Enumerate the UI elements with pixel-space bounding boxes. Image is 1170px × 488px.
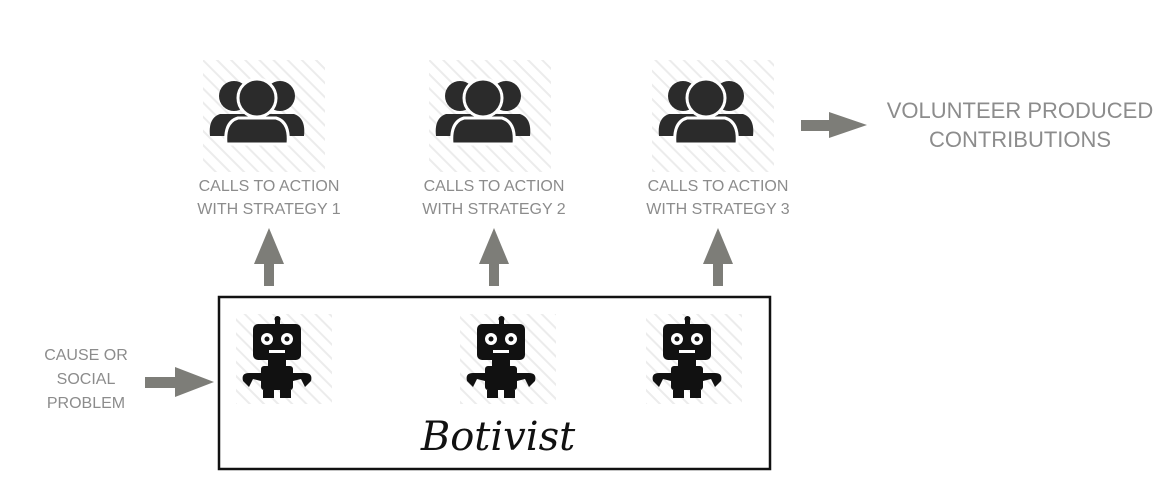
group-caption-line2: WITH STRATEGY 2 (422, 201, 566, 218)
input-label-line3: PROBLEM (47, 395, 125, 412)
people-group-icon (435, 77, 531, 146)
group-caption-line1: CALLS TO ACTION (199, 178, 340, 195)
input-label-line2: SOCIAL (57, 371, 116, 388)
robot-2 (460, 314, 556, 404)
input-label-line1: CAUSE OR (44, 347, 128, 364)
botivist-label: Botivist (420, 414, 576, 460)
up-arrow-2 (479, 228, 509, 286)
people-group-icon (209, 77, 305, 146)
up-arrow-3 (703, 228, 733, 286)
up-arrow-1 (254, 228, 284, 286)
output-label-line2: CONTRIBUTIONS (929, 127, 1111, 152)
botivist-box (217, 295, 772, 471)
people-group-1: CALLS TO ACTION WITH STRATEGY 1 (197, 60, 341, 218)
people-group-2: CALLS TO ACTION WITH STRATEGY 2 (422, 60, 566, 218)
group-caption-line1: CALLS TO ACTION (424, 178, 565, 195)
robot-icon (466, 316, 536, 398)
robot-1 (236, 314, 332, 404)
robot-3 (646, 314, 742, 404)
group-caption-line1: CALLS TO ACTION (648, 178, 789, 195)
people-group-icon (658, 77, 754, 146)
group-caption-line2: WITH STRATEGY 1 (197, 201, 341, 218)
people-group-3: CALLS TO ACTION WITH STRATEGY 3 (646, 60, 790, 218)
output-label-line1: VOLUNTEER PRODUCED (887, 98, 1153, 123)
robot-icon (652, 316, 722, 398)
output-arrow (801, 112, 867, 138)
group-caption-line2: WITH STRATEGY 3 (646, 201, 790, 218)
robot-icon (242, 316, 312, 398)
input-arrow (145, 367, 214, 397)
